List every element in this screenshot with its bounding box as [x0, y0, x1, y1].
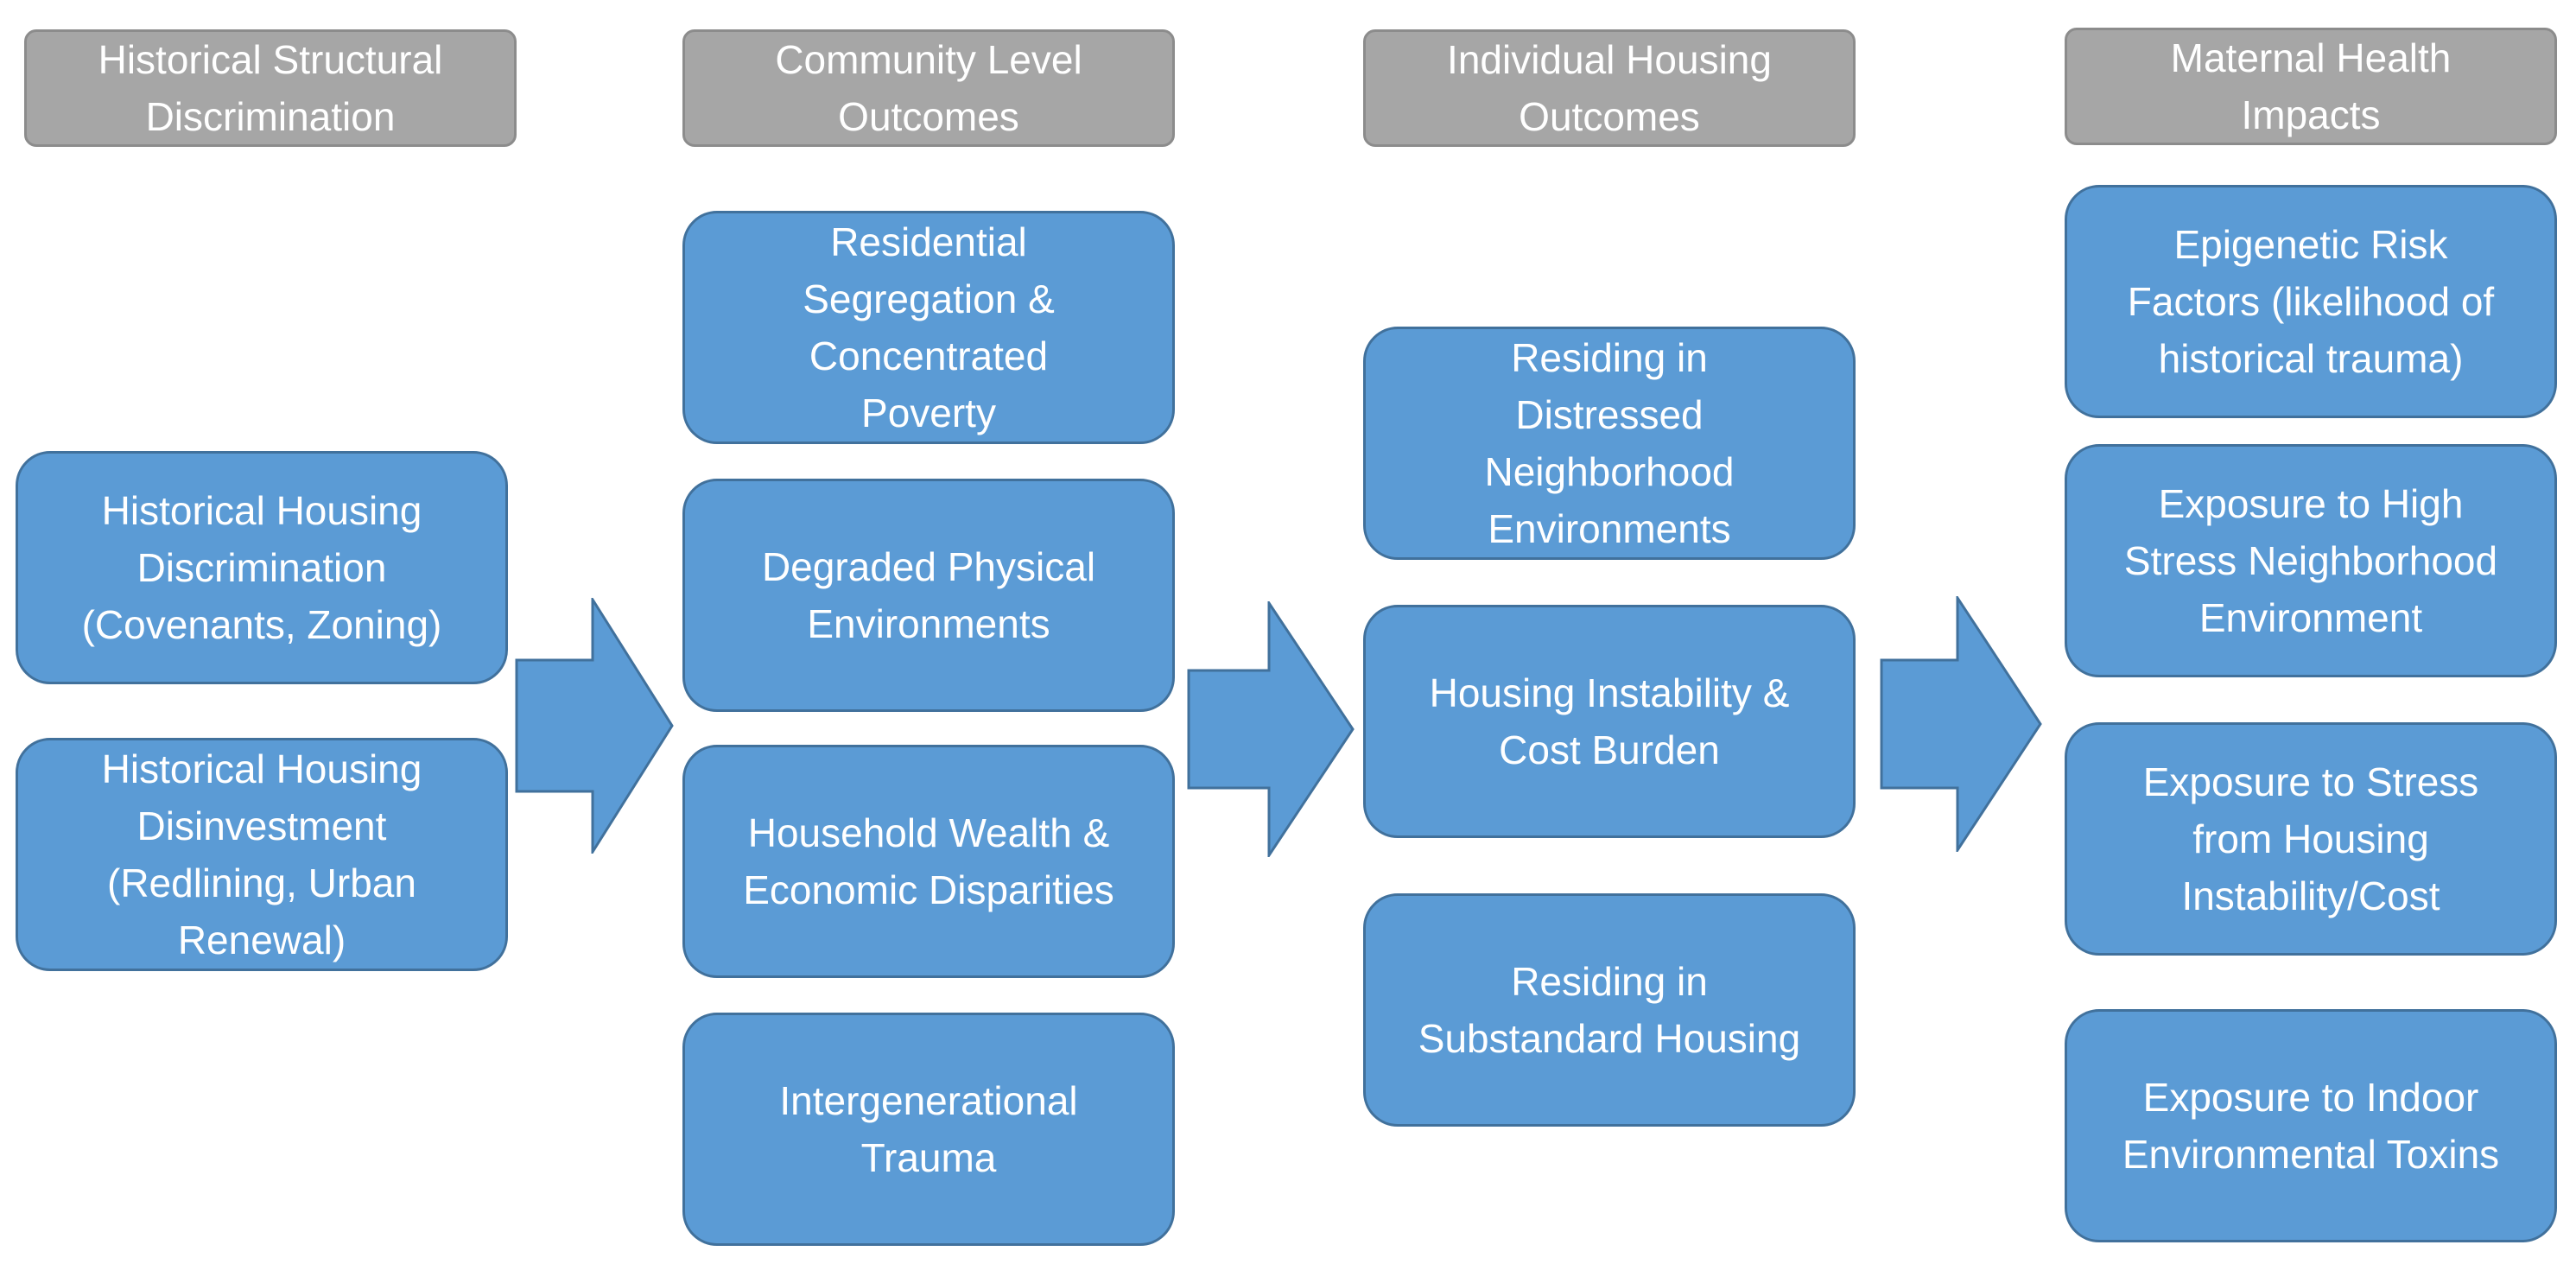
arrow-right-icon: [1187, 601, 1355, 857]
box-household-wealth-disparities: Household Wealth & Economic Disparities: [682, 745, 1175, 978]
box-degraded-physical-environments: Degraded Physical Environments: [682, 479, 1175, 712]
box-high-stress-neighborhood: Exposure to High Stress Neighborhood Env…: [2065, 444, 2557, 677]
box-historical-housing-disinvestment: Historical Housing Disinvestment (Redlin…: [16, 738, 508, 971]
header-maternal-health-impacts: Maternal Health Impacts: [2065, 28, 2557, 145]
box-distressed-neighborhood: Residing in Distressed Neighborhood Envi…: [1363, 327, 1856, 560]
box-residential-segregation: Residential Segregation & Concentrated P…: [682, 211, 1175, 444]
arrow-right-icon: [1880, 596, 2042, 852]
box-housing-instability: Housing Instability & Cost Burden: [1363, 605, 1856, 838]
box-indoor-environmental-toxins: Exposure to Indoor Environmental Toxins: [2065, 1009, 2557, 1242]
box-epigenetic-risk-factors: Epigenetic Risk Factors (likelihood of h…: [2065, 185, 2557, 418]
header-historical-structural-discrimination: Historical Structural Discrimination: [24, 29, 517, 147]
box-stress-housing-instability: Exposure to Stress from Housing Instabil…: [2065, 722, 2557, 956]
box-intergenerational-trauma: Intergenerational Trauma: [682, 1013, 1175, 1246]
header-community-level-outcomes: Community Level Outcomes: [682, 29, 1175, 147]
box-substandard-housing: Residing in Substandard Housing: [1363, 893, 1856, 1127]
header-individual-housing-outcomes: Individual Housing Outcomes: [1363, 29, 1856, 147]
box-historical-housing-discrimination: Historical Housing Discrimination (Coven…: [16, 451, 508, 684]
arrow-right-icon: [515, 598, 674, 854]
